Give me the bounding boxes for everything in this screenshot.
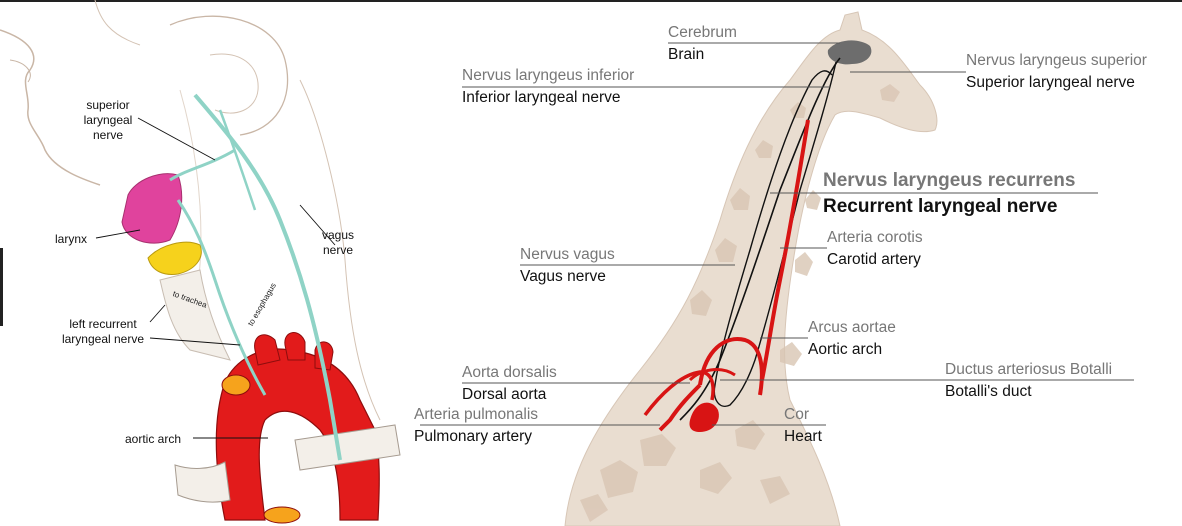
label-heart-latin: Cor [784,406,809,423]
label-pulmonary-english: Pulmonary artery [414,428,533,445]
label-inferior-latin: Nervus laryngeus inferior [462,67,635,84]
label-larynx: larynx [55,232,88,246]
ear-outline [169,15,289,136]
label-inferior-english: Inferior laryngeal nerve [462,89,621,106]
label-botalli-latin: Ductus arteriosus Botalli [945,361,1113,378]
label-heart-english: Heart [784,428,822,445]
label-carotid-latin: Arteria corotis [827,229,923,246]
jaw-outline [9,59,31,83]
giraffe-patches [580,84,900,522]
giraffe-illustration [420,11,1134,526]
label-carotid-english: Carotid artery [827,251,921,268]
label-pulmonary-latin: Arteria pulmonalis [414,406,539,423]
label-superior-laryngeal-nerve: superior laryngeal nerve [83,98,133,142]
label-cerebrum-english: Brain [668,46,705,63]
aortic-branch-2 [284,332,306,361]
label-recurrent-english: Recurrent laryngeal nerve [823,196,1058,217]
label-vagus-english: Vagus nerve [520,268,606,285]
label-dorsal-latin: Aorta dorsalis [462,364,557,381]
label-cerebrum-latin: Cerebrum [668,24,737,41]
vagus-nerve-path [193,93,342,461]
giraffe-heart [689,402,719,432]
left-edge-marker [0,248,3,326]
superior-laryngeal-nerve-path [169,148,236,182]
giraffe-aortic-arch [698,337,764,396]
label-arch-latin: Arcus aortae [808,319,896,336]
label-arch-english: Aortic arch [808,341,883,358]
aorta-lower-end [263,506,301,524]
larynx-shape [121,173,183,244]
aorta-cut-end [221,374,251,396]
giraffe-carotid-artery [760,119,810,381]
giraffe-vagus-nerve [679,57,841,421]
human-neck-illustration [0,0,401,524]
aortic-branch-1 [254,334,281,366]
giraffe-botalli-duct [688,368,736,382]
face-outline [0,29,101,186]
giraffe-dorsal-aorta [658,383,702,432]
label-aortic-arch: aortic arch [125,432,182,446]
label-superior-latin: Nervus laryngeus superior [966,52,1147,69]
giraffe-recurrent-nerve [713,61,837,407]
label-botalli-english: Botalli's duct [945,383,1032,400]
trachea [159,269,231,361]
label-left-recurrent-laryngeal-nerve: left recurrent laryngeal nerve [61,317,145,346]
label-vagus-nerve: vagus nerve [321,228,355,257]
label-vagus-latin: Nervus vagus [520,246,615,263]
top-border [0,0,1182,2]
cricoid-cartilage [147,241,202,275]
pulmonary-tube [294,424,401,471]
recurrent-nerve-path [176,199,267,396]
label-dorsal-english: Dorsal aorta [462,386,547,403]
label-recurrent-latin: Nervus laryngeus recurrens [823,170,1076,191]
label-superior-english: Superior laryngeal nerve [966,74,1135,91]
